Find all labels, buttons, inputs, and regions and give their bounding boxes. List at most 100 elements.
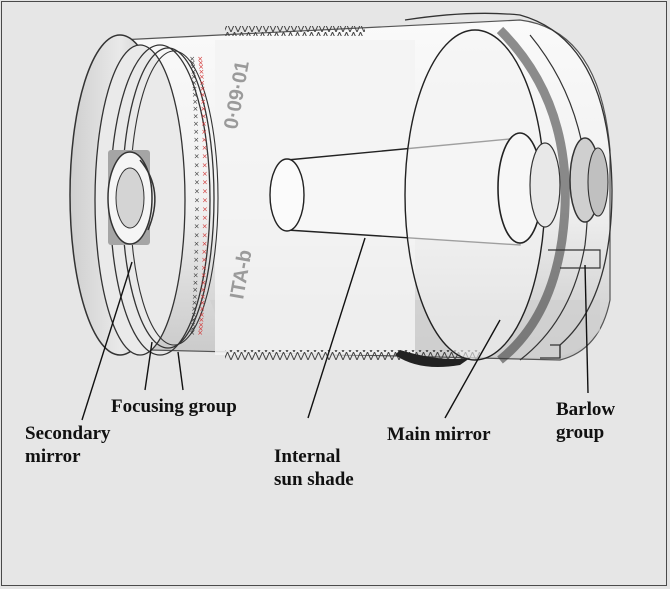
focus-mark: × (193, 105, 199, 113)
focus-mark: × (189, 329, 195, 337)
focus-mark: × (190, 325, 196, 333)
focus-mark: × (201, 272, 207, 280)
focus-mark: × (192, 293, 198, 301)
focus-mark: × (201, 128, 207, 136)
focus-mark: × (192, 85, 198, 93)
focus-mark: × (193, 272, 199, 280)
focus-mark: × (200, 293, 206, 301)
focus-mark: × (202, 144, 208, 152)
focus-mark: × (194, 170, 200, 178)
focus-mark: × (194, 153, 200, 161)
focus-mark: × (193, 264, 199, 272)
leader-lines (81, 237, 589, 421)
focus-mark: × (201, 120, 207, 128)
focus-mark: × (192, 299, 198, 307)
focus-mark: × (202, 153, 208, 161)
focus-mark: × (198, 325, 204, 333)
focus-mark: × (202, 179, 208, 187)
label-focusing-group: Focusing group (111, 396, 237, 417)
leader-focusing-group-a (144, 341, 153, 391)
focus-mark: × (201, 248, 207, 256)
focus-mark: × (201, 136, 207, 144)
secondary-mirror-shape (107, 150, 156, 245)
focus-mark: × (202, 196, 208, 204)
focus-mark: × (202, 223, 208, 231)
focus-mark: × (199, 311, 205, 319)
leader-sun-shade (307, 237, 366, 419)
focus-mark: × (194, 196, 200, 204)
focus-mark: × (189, 55, 195, 63)
focus-mark: × (199, 305, 205, 313)
focus-mark: × (194, 214, 200, 222)
focus-mark: × (202, 240, 208, 248)
focus-mark: × (192, 91, 198, 99)
focus-mark: × (193, 120, 199, 128)
focus-mark: × (194, 144, 200, 152)
focus-mark: × (198, 321, 204, 329)
thread-top (225, 26, 365, 36)
focus-mark: × (190, 321, 196, 329)
leader-focusing-group-b (177, 351, 184, 391)
focus-mark: × (193, 128, 199, 136)
focus-mark: × (202, 170, 208, 178)
focus-mark: × (191, 305, 197, 313)
focus-mark: × (202, 205, 208, 213)
focus-mark: × (200, 299, 206, 307)
label-main-mirror: Main mirror (387, 424, 491, 445)
label-internal-sun-shade-line2: sun shade (274, 469, 354, 490)
base-detail (395, 350, 470, 368)
leader-barlow-group (584, 264, 589, 394)
focus-mark: × (200, 98, 206, 106)
focus-mark: × (191, 68, 197, 76)
label-internal-sun-shade: Internal sun shade (274, 445, 354, 491)
focus-mark: × (199, 73, 205, 81)
focus-mark: × (193, 112, 199, 120)
focus-mark: × (202, 161, 208, 169)
label-secondary-mirror: Secondary mirror (25, 422, 111, 468)
focus-mark: × (194, 240, 200, 248)
focus-mark: × (202, 188, 208, 196)
focus-mark: × (191, 311, 197, 319)
focus-mark: × (191, 79, 197, 87)
focus-mark: × (194, 223, 200, 231)
focus-mark: × (200, 91, 206, 99)
focus-mark: × (197, 329, 203, 337)
main-mirror-shape (404, 26, 589, 364)
focus-mark: × (201, 279, 207, 287)
label-barlow-group-line2: group (556, 422, 605, 443)
focus-mark: × (194, 231, 200, 239)
label-secondary-mirror-line1: Secondary (25, 423, 111, 444)
focus-mark: × (198, 63, 204, 71)
focus-mark: × (201, 256, 207, 264)
thread-bottom (225, 350, 480, 360)
focus-mark: × (194, 179, 200, 187)
focus-mark: × (199, 316, 205, 324)
focusing-ring-marks: ××××××××××××××××××××××××××××××××××××××××… (189, 55, 208, 337)
focus-mark: × (194, 205, 200, 213)
focus-mark: × (190, 63, 196, 71)
focus-mark: × (193, 248, 199, 256)
focus-mark: × (201, 105, 207, 113)
focus-mark: × (191, 316, 197, 324)
focus-mark: × (201, 112, 207, 120)
focus-mark: × (192, 286, 198, 294)
focus-mark: × (200, 85, 206, 93)
label-barlow-group: Barlow group (556, 398, 615, 444)
focus-mark: × (190, 59, 196, 67)
rear-housing (404, 12, 613, 359)
focus-mark: × (199, 79, 205, 87)
focus-mark: × (191, 73, 197, 81)
focus-mark: × (193, 136, 199, 144)
focus-mark: × (202, 231, 208, 239)
focus-mark: × (193, 256, 199, 264)
focus-mark: × (199, 68, 205, 76)
leader-main-mirror (444, 319, 501, 419)
leader-secondary-mirror (81, 261, 133, 421)
focus-mark: × (200, 286, 206, 294)
label-secondary-mirror-line2: mirror (25, 446, 81, 467)
focus-mark: × (193, 279, 199, 287)
focus-mark: × (201, 264, 207, 272)
focus-mark: × (198, 59, 204, 67)
